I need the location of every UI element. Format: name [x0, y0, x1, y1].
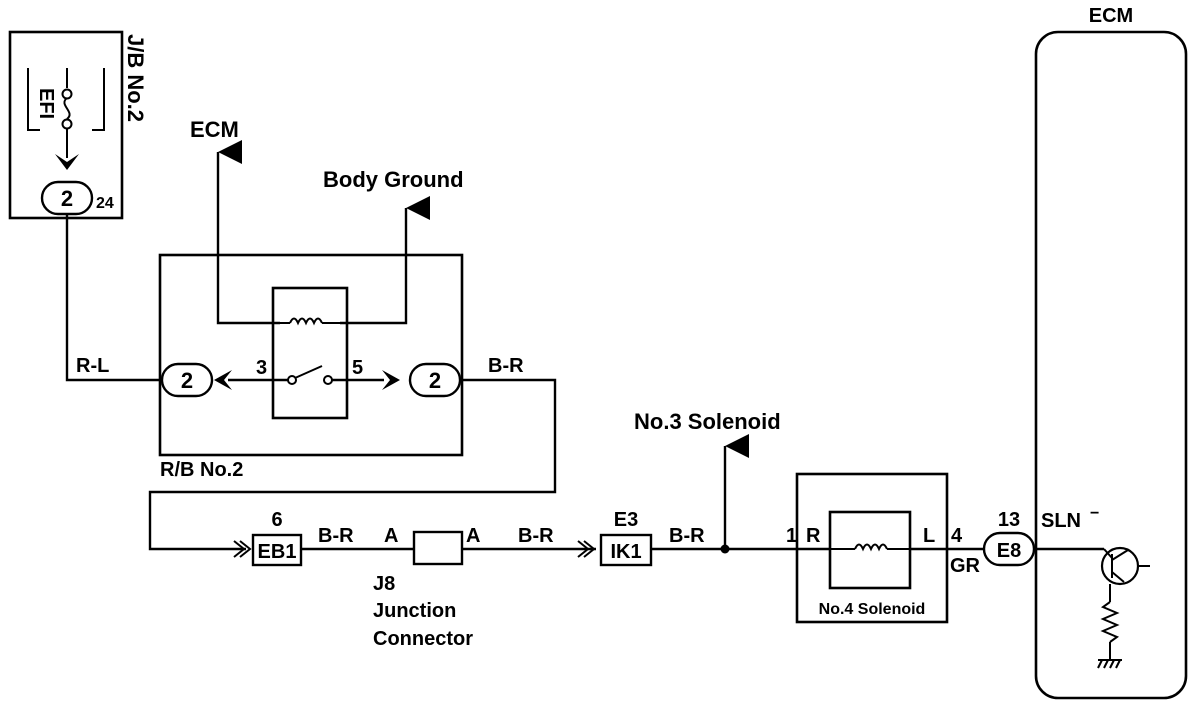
no4-pin-4-label: 4 — [951, 525, 963, 547]
sln-superscript: − — [1090, 505, 1099, 522]
transistor-emitter — [1111, 571, 1125, 583]
j8-label-line1: J8 — [373, 573, 395, 595]
fuse-terminal-top — [61, 88, 73, 100]
no4-pin-1-label: 1 — [786, 525, 797, 547]
wire-to-body-ground — [340, 196, 430, 325]
connector-arrow-down-icon — [55, 154, 79, 170]
pin-13-label: 13 — [998, 509, 1020, 531]
e8-label: E8 — [997, 540, 1021, 562]
wire-b-r-rb — [148, 378, 557, 551]
eb1-connector — [251, 533, 303, 567]
ik1-label: IK1 — [610, 541, 641, 563]
no3-solenoid-label: No.3 Solenoid — [634, 409, 781, 434]
ground-hatch-3 — [1109, 659, 1115, 669]
relay-contact-right — [323, 375, 333, 385]
no4-coil-icon — [854, 543, 888, 552]
connector-arrow-left-icon — [214, 370, 232, 390]
jb-no2-label: J/B No.2 — [123, 34, 148, 122]
pin-3-label: 3 — [256, 357, 267, 379]
j8-pin-a-left-label: A — [384, 525, 398, 547]
fuse-icon — [63, 97, 71, 120]
j8-pin-a-right-label: A — [466, 525, 480, 547]
e3-label: E3 — [614, 509, 638, 531]
efi-fuse-label: EFI — [35, 88, 57, 119]
no4-solenoid-block: 1 R L 4 No.4 Solenoid — [786, 472, 963, 624]
pin-5-label: 5 — [352, 357, 363, 379]
no4-pin-l-label: L — [923, 525, 935, 547]
inline-arrow-eb1-icon-2 — [239, 540, 252, 558]
inline-arrow-ik1-icon — [577, 540, 590, 558]
rb-connector-right-label: 2 — [429, 368, 441, 393]
j8-junction-connector — [412, 530, 464, 566]
rb-connector-left-label: 2 — [181, 368, 193, 393]
wire-gr-label: GR — [950, 555, 981, 577]
body-ground-label: Body Ground — [323, 167, 464, 192]
eb1-label: EB1 — [258, 541, 297, 563]
ecm-arrow-label: ECM — [190, 117, 239, 142]
wire-to-ecm — [216, 140, 280, 325]
jb-inner-bracket-left — [27, 68, 40, 131]
rb-no2-block: 3 5 2 2 — [158, 140, 464, 457]
transistor-collector — [1111, 549, 1129, 561]
relay-coil-icon — [289, 317, 323, 326]
no4-solenoid-label: No.4 Solenoid — [819, 601, 926, 618]
connector-arrow-right-icon — [382, 370, 400, 390]
inline-arrow-eb1-icon — [233, 540, 246, 558]
fuse-terminal-bottom — [61, 118, 73, 130]
transistor-input-link — [1103, 548, 1113, 559]
ground-hatch-4 — [1115, 659, 1121, 669]
ecm-title: ECM — [1089, 5, 1133, 27]
ground-hatch-1 — [1097, 659, 1103, 669]
jb-no2-block: 2 24 J/B No.2 EFI — [8, 30, 148, 220]
wire-r-l-label: R-L — [76, 355, 109, 377]
wire-b-r-2-label: B-R — [518, 525, 554, 547]
no4-pin-r-label: R — [806, 525, 821, 547]
ecm-box — [1034, 30, 1188, 700]
wire-b-r-rb-label: B-R — [488, 355, 524, 377]
j8-label-line3: Connector — [373, 628, 473, 650]
ik1-connector — [599, 533, 653, 567]
pin-6-label: 6 — [271, 509, 282, 531]
pin-24-label: 24 — [96, 195, 114, 212]
sln-label: SLN — [1041, 510, 1081, 532]
inline-arrow-ik1-icon-2 — [583, 540, 596, 558]
wire-b-r-1-label: B-R — [318, 525, 354, 547]
j8-label-line2: Junction — [373, 600, 456, 622]
jb-inner-bracket-right — [92, 68, 105, 131]
jb-connector-2-label: 2 — [61, 186, 73, 211]
rb-no2-label: R/B No.2 — [160, 459, 243, 481]
relay-box — [271, 286, 349, 420]
wire-b-r-3-label: B-R — [669, 525, 705, 547]
ecm-block: ECM SLN − — [1034, 5, 1188, 700]
rb-box — [158, 253, 464, 457]
relay-switch-icon — [294, 365, 323, 379]
resistor-icon — [1100, 601, 1120, 643]
wire-r-l — [65, 214, 162, 382]
ground-hatch-2 — [1103, 659, 1109, 669]
rb-connector-left — [160, 362, 214, 398]
